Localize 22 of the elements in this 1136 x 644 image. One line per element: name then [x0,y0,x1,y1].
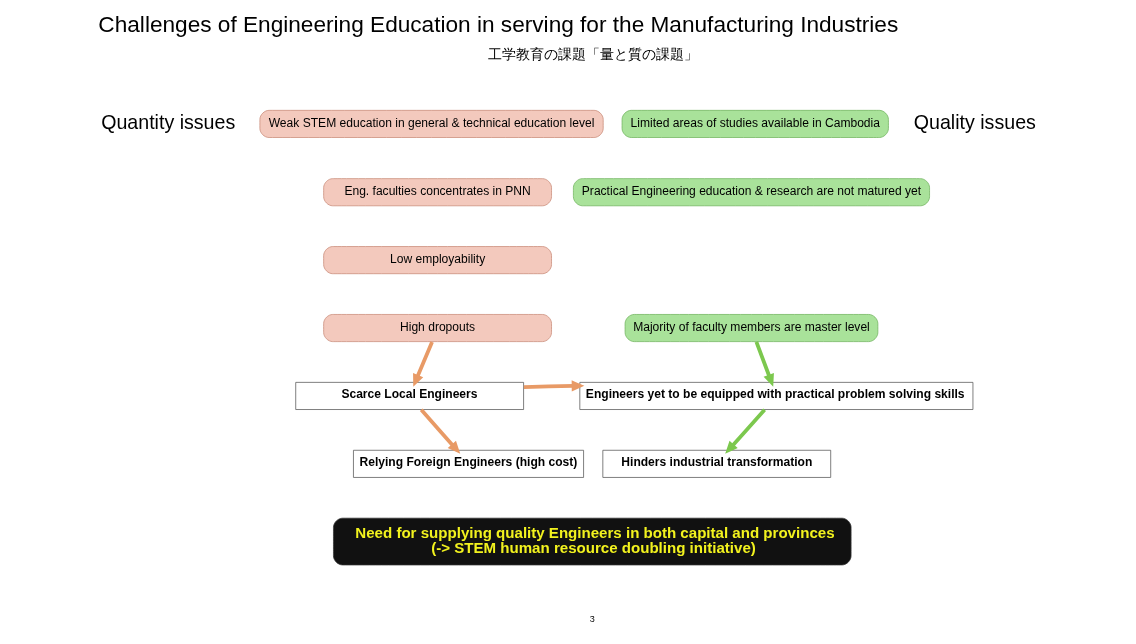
diagram-title: Challenges of Engineering Education in serving for the Manufacturing Industries [97,12,898,38]
node-box: Need for supplying quality Engineers in both capital and provinces (-> STEM human resource doubling initiative) [332,517,851,566]
label: Quality issues [913,110,1036,133]
node-box: Practical Engineering education & research are not matured yet [572,178,930,207]
arrow [523,380,584,392]
arrow [419,408,460,454]
node-box: Eng. faculties concentrates in PNN [322,178,552,207]
arrow [754,341,774,387]
node-box: Majority of faculty members are master level [624,314,878,342]
node-box: Low employability [322,246,552,275]
label: 3 [589,613,595,624]
node-box: Limited areas of studies available in Cambodia [621,109,889,138]
node-box: Relying Foreign Engineers (high cost) [352,449,584,478]
arrow [724,408,766,454]
label: Quantity issues [100,110,235,133]
node-box: High dropouts [322,314,552,342]
arrow [412,341,434,387]
node-box: Weak STEM education in general & technical education level [259,109,604,138]
label: 工学教育の課題「量と質の課題」 [487,46,698,62]
node-box: Engineers yet to be equipped with practical problem solving skills [578,382,973,410]
node-box: Hinders industrial transformation [601,449,831,478]
node-box: Scarce Local Engineers [294,382,524,410]
